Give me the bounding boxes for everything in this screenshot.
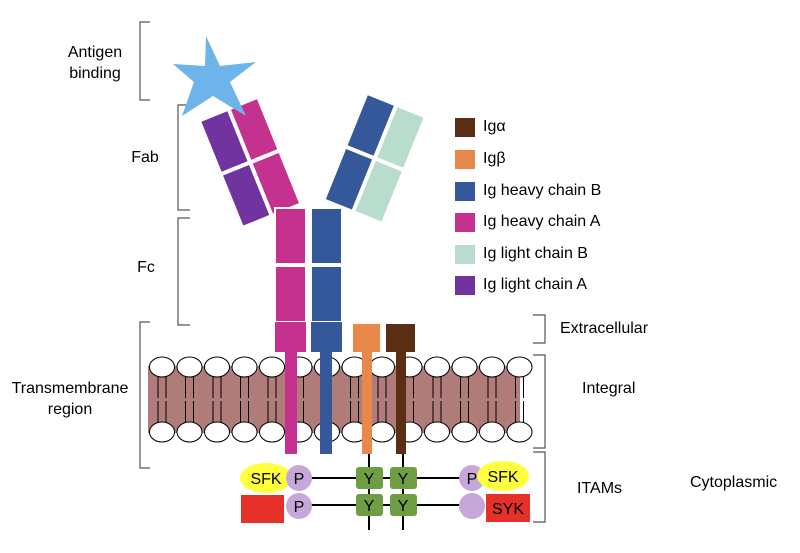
lipid-head-bottom <box>424 421 450 443</box>
bracket-antigen-binding <box>139 21 150 101</box>
itam-lines <box>300 454 480 530</box>
itam-y-1 <box>356 467 383 489</box>
bracket-itams <box>533 451 546 523</box>
sfk-left <box>240 463 292 493</box>
red-block-left <box>241 495 284 523</box>
lipid-head-bottom <box>149 421 175 443</box>
label-extracellular: Extracellular <box>560 320 649 337</box>
legend-item-heavy-chain-b: Ig heavy chain B <box>455 180 601 202</box>
lipid-head-top <box>149 356 175 378</box>
legend-label: Ig light chain B <box>483 245 588 262</box>
label-fab: Fab <box>131 149 159 166</box>
tm-heavy-chain-b <box>320 350 332 454</box>
ig-alpha-stem <box>396 350 406 454</box>
label-antigen-binding: Antigen binding <box>67 44 123 82</box>
itam-y-3 <box>356 494 383 516</box>
lipid-head-top <box>259 356 285 378</box>
syk-box <box>486 494 530 522</box>
legend-label: Ig heavy chain B <box>483 182 602 199</box>
label-integral: Integral <box>582 380 636 397</box>
legend-item-ig-beta: Igβ <box>455 148 506 170</box>
lipid-head-bottom <box>231 421 258 443</box>
itam-y-4-label: Y <box>398 498 409 515</box>
legend-swatch <box>455 181 475 201</box>
label-cytoplasmic: Cytoplasmic <box>690 474 778 491</box>
light-chain-a <box>198 96 302 229</box>
legend-item-light-chain-a: Ig light chain A <box>455 274 587 296</box>
syk-label: SYK <box>492 501 524 518</box>
fc-heavy-chain-b <box>310 207 343 352</box>
legend-swatch <box>455 275 475 295</box>
light-chain-b <box>323 92 427 225</box>
lipid-head-bottom <box>479 421 505 443</box>
lipid-head-top <box>204 356 230 378</box>
bracket-fc <box>177 217 190 326</box>
lipid-head-bottom <box>204 421 230 443</box>
ig-beta-extracellular <box>353 324 380 352</box>
phospho-left-top-label: P <box>294 471 305 488</box>
lipid-head-bottom <box>506 421 533 443</box>
itam-y-4 <box>390 494 417 516</box>
antigen-star <box>173 36 256 116</box>
legend-swatch <box>455 244 475 264</box>
lipid-head-bottom <box>451 421 478 443</box>
lipid-head-top <box>369 356 395 378</box>
lipid-head-top <box>479 356 505 378</box>
lipid-head-top <box>506 356 533 378</box>
legend-item-light-chain-b: Ig light chain B <box>455 243 588 265</box>
label-fc: Fc <box>137 259 155 276</box>
legend-item-ig-alpha: Igα <box>455 116 506 138</box>
legend-swatch <box>455 212 475 232</box>
ig-alpha-extracellular <box>386 324 415 352</box>
lipid-head-top <box>424 356 450 378</box>
tm-heavy-chain-a <box>285 350 297 454</box>
sfk-right <box>477 461 529 491</box>
itam-y-1-label: Y <box>364 471 375 488</box>
legend-label: Igβ <box>483 150 506 167</box>
bracket-extracellular <box>533 314 546 344</box>
sfk-left-label: SFK <box>250 471 281 488</box>
membrane-body <box>148 366 520 433</box>
legend-swatch <box>455 149 475 169</box>
lipid-head-top <box>231 356 258 378</box>
phospho-left-bottom-label: P <box>294 499 305 516</box>
lipid-head-bottom <box>176 421 203 443</box>
sfk-right-label: SFK <box>487 469 518 486</box>
fc-heavy-chain-a <box>274 207 307 352</box>
label-transmembrane-region: Transmembrane region <box>11 380 129 418</box>
bracket-transmembrane <box>139 321 150 469</box>
lipid-head-top <box>176 356 203 378</box>
phospho-left-top <box>286 465 312 491</box>
bracket-integral <box>533 354 546 449</box>
membrane <box>148 356 533 443</box>
itam-y-2-label: Y <box>398 471 409 488</box>
phospho-right-bottom <box>459 493 485 519</box>
itam-y-3-label: Y <box>364 498 375 515</box>
lipid-head-bottom <box>259 421 285 443</box>
lipid-head-top <box>451 356 478 378</box>
lipid-head-bottom <box>369 421 395 443</box>
legend-label: Igα <box>483 118 506 135</box>
phospho-right-top-label: P <box>467 471 478 488</box>
bracket-fab <box>177 104 190 211</box>
legend-item-heavy-chain-a: Ig heavy chain A <box>455 211 600 233</box>
phospho-left-bottom <box>286 493 312 519</box>
ig-beta-stem <box>362 350 372 454</box>
itam-y-2 <box>390 467 417 489</box>
label-itams: ITAMs <box>577 480 623 497</box>
legend-swatch <box>455 117 475 137</box>
legend-label: Ig light chain A <box>483 276 588 293</box>
legend-label: Ig heavy chain A <box>483 213 601 230</box>
